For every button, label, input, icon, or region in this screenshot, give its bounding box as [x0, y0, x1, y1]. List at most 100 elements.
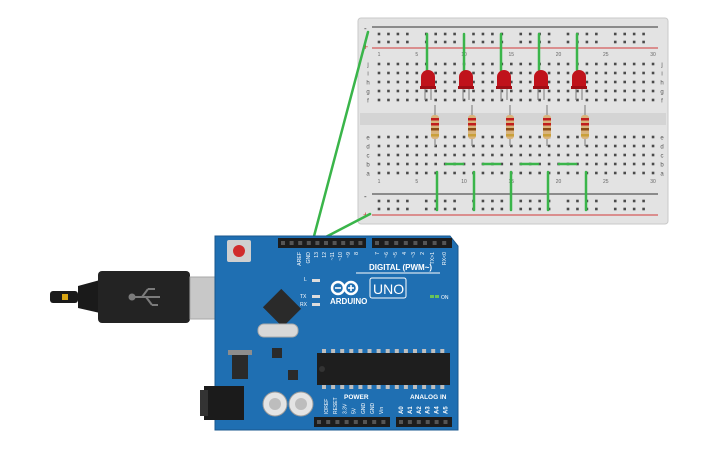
- terminal-hole[interactable]: [566, 144, 570, 148]
- terminal-hole[interactable]: [519, 98, 523, 102]
- rail-hole[interactable]: [547, 40, 551, 44]
- terminal-hole[interactable]: [557, 80, 560, 84]
- terminal-hole[interactable]: [519, 144, 523, 148]
- terminal-hole[interactable]: [528, 62, 532, 66]
- terminal-hole[interactable]: [528, 98, 532, 102]
- digital-header-right[interactable]: [372, 238, 452, 248]
- resistor[interactable]: [543, 105, 551, 146]
- rail-hole[interactable]: [443, 32, 447, 36]
- terminal-hole[interactable]: [557, 171, 560, 175]
- terminal-hole[interactable]: [595, 80, 598, 84]
- breadboard-wires[interactable]: [425, 32, 588, 212]
- terminal-hole[interactable]: [396, 171, 400, 175]
- terminal-hole[interactable]: [632, 80, 636, 84]
- terminal-hole[interactable]: [462, 171, 466, 175]
- rail-hole[interactable]: [566, 199, 570, 203]
- terminal-hole[interactable]: [491, 89, 494, 93]
- terminal-hole[interactable]: [481, 71, 485, 75]
- terminal-hole[interactable]: [472, 162, 475, 166]
- terminal-hole[interactable]: [623, 144, 626, 148]
- terminal-hole[interactable]: [547, 80, 551, 84]
- rail-hole[interactable]: [642, 199, 645, 203]
- terminal-hole[interactable]: [415, 162, 419, 166]
- terminal-hole[interactable]: [547, 89, 551, 93]
- rail-hole[interactable]: [613, 32, 617, 36]
- terminal-hole[interactable]: [642, 89, 645, 93]
- led-body[interactable]: [497, 70, 511, 88]
- rail-hole[interactable]: [566, 32, 570, 36]
- terminal-hole[interactable]: [377, 144, 381, 148]
- terminal-hole[interactable]: [396, 89, 400, 93]
- terminal-hole[interactable]: [585, 144, 589, 148]
- terminal-hole[interactable]: [462, 153, 466, 157]
- rail-hole[interactable]: [623, 40, 626, 44]
- terminal-hole[interactable]: [604, 71, 608, 75]
- rail-hole[interactable]: [623, 32, 626, 36]
- rail-hole[interactable]: [406, 32, 409, 36]
- terminal-hole[interactable]: [651, 62, 655, 66]
- rail-hole[interactable]: [434, 199, 437, 203]
- rail-hole[interactable]: [547, 32, 551, 36]
- terminal-hole[interactable]: [642, 71, 645, 75]
- rail-hole[interactable]: [491, 40, 494, 44]
- terminal-hole[interactable]: [491, 153, 494, 157]
- terminal-hole[interactable]: [632, 162, 636, 166]
- terminal-hole[interactable]: [595, 62, 598, 66]
- terminal-hole[interactable]: [453, 98, 456, 102]
- terminal-hole[interactable]: [377, 89, 381, 93]
- terminal-hole[interactable]: [547, 153, 551, 157]
- terminal-hole[interactable]: [434, 153, 437, 157]
- rail-hole[interactable]: [642, 40, 645, 44]
- terminal-hole[interactable]: [443, 71, 447, 75]
- terminal-hole[interactable]: [557, 144, 560, 148]
- rail-hole[interactable]: [595, 199, 598, 203]
- terminal-hole[interactable]: [387, 144, 390, 148]
- rail-hole[interactable]: [387, 40, 390, 44]
- led-body[interactable]: [459, 70, 473, 88]
- terminal-hole[interactable]: [415, 171, 419, 175]
- terminal-hole[interactable]: [406, 144, 409, 148]
- terminal-hole[interactable]: [651, 80, 655, 84]
- rail-hole[interactable]: [453, 32, 456, 36]
- terminal-hole[interactable]: [510, 80, 513, 84]
- terminal-hole[interactable]: [443, 98, 447, 102]
- rail-hole[interactable]: [443, 207, 447, 211]
- terminal-hole[interactable]: [377, 80, 381, 84]
- terminal-hole[interactable]: [623, 162, 626, 166]
- rail-hole[interactable]: [566, 40, 570, 44]
- resistor[interactable]: [506, 105, 514, 146]
- rail-hole[interactable]: [387, 32, 390, 36]
- terminal-hole[interactable]: [453, 80, 456, 84]
- terminal-hole[interactable]: [500, 89, 504, 93]
- terminal-hole[interactable]: [500, 162, 504, 166]
- rail-hole[interactable]: [528, 207, 532, 211]
- reset-button[interactable]: [233, 245, 245, 257]
- terminal-hole[interactable]: [604, 144, 608, 148]
- terminal-hole[interactable]: [613, 71, 617, 75]
- terminal-hole[interactable]: [387, 162, 390, 166]
- terminal-hole[interactable]: [604, 135, 608, 139]
- terminal-hole[interactable]: [491, 135, 494, 139]
- terminal-hole[interactable]: [500, 153, 504, 157]
- led-body[interactable]: [572, 70, 586, 88]
- terminal-hole[interactable]: [557, 71, 560, 75]
- rail-hole[interactable]: [377, 199, 381, 203]
- rail-hole[interactable]: [491, 207, 494, 211]
- terminal-hole[interactable]: [415, 80, 419, 84]
- led-body[interactable]: [534, 70, 548, 88]
- terminal-hole[interactable]: [519, 80, 523, 84]
- terminal-hole[interactable]: [406, 135, 409, 139]
- terminal-hole[interactable]: [396, 71, 400, 75]
- terminal-hole[interactable]: [585, 89, 589, 93]
- terminal-hole[interactable]: [595, 89, 598, 93]
- terminal-hole[interactable]: [604, 89, 608, 93]
- terminal-hole[interactable]: [396, 62, 400, 66]
- terminal-hole[interactable]: [651, 162, 655, 166]
- resistor-body[interactable]: [543, 115, 551, 139]
- terminal-hole[interactable]: [377, 135, 381, 139]
- terminal-hole[interactable]: [387, 71, 390, 75]
- terminal-hole[interactable]: [424, 98, 428, 102]
- power-header[interactable]: [314, 417, 390, 427]
- terminal-hole[interactable]: [651, 71, 655, 75]
